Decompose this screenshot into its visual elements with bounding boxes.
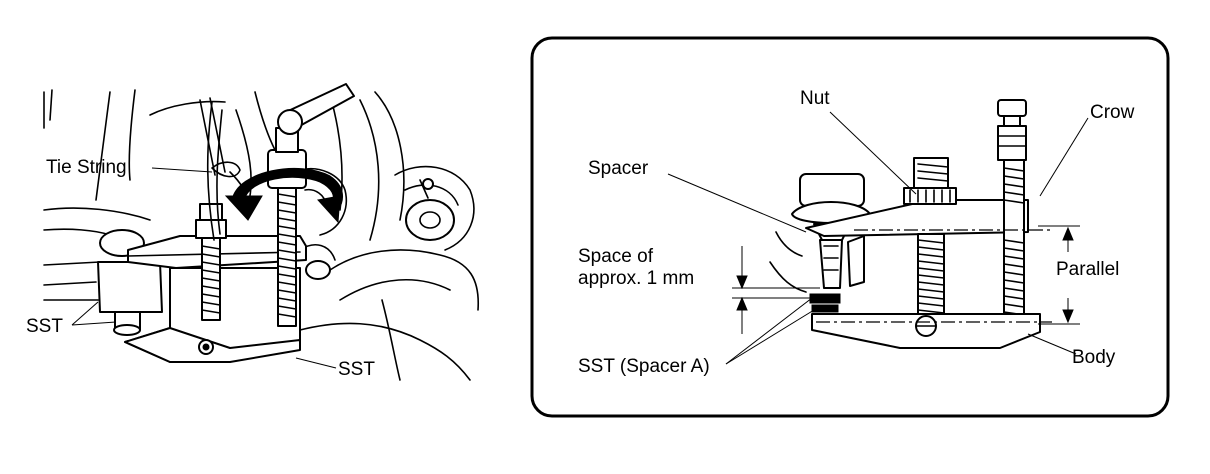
lower-arm-block — [97, 261, 163, 336]
label-parallel: Parallel — [1056, 259, 1120, 280]
detail-panel — [530, 36, 1170, 418]
main-threaded-bolt — [913, 157, 949, 321]
gap-dimension-arrows — [732, 246, 820, 334]
tie-string — [206, 101, 246, 241]
label-tie-string: Tie String — [46, 157, 127, 178]
right-leader-lines — [667, 111, 1089, 365]
rotation-arrow-icon — [224, 167, 343, 224]
left-leader-lines — [71, 167, 337, 369]
label-spacer: Spacer — [588, 158, 649, 179]
adjuster-bolt — [997, 99, 1027, 321]
suspension-background-lines — [43, 89, 480, 381]
label-body: Body — [1072, 347, 1116, 368]
parallel-dimension-arrows — [1062, 226, 1074, 324]
ball-joint-stud — [769, 173, 871, 293]
label-space-gap: Space of approx. 1 mm — [578, 246, 695, 289]
crow-arm — [805, 187, 1029, 237]
label-crow: Crow — [1090, 102, 1135, 123]
label-nut: Nut — [800, 88, 830, 109]
left-installation-illustration — [43, 83, 480, 381]
label-sst-spacer-a: SST (Spacer A) — [578, 356, 710, 377]
label-sst-bottom: SST — [338, 359, 375, 380]
sst-spacer-a — [809, 293, 841, 313]
label-sst-left: SST — [26, 316, 63, 337]
parallel-center-lines — [816, 225, 1080, 325]
